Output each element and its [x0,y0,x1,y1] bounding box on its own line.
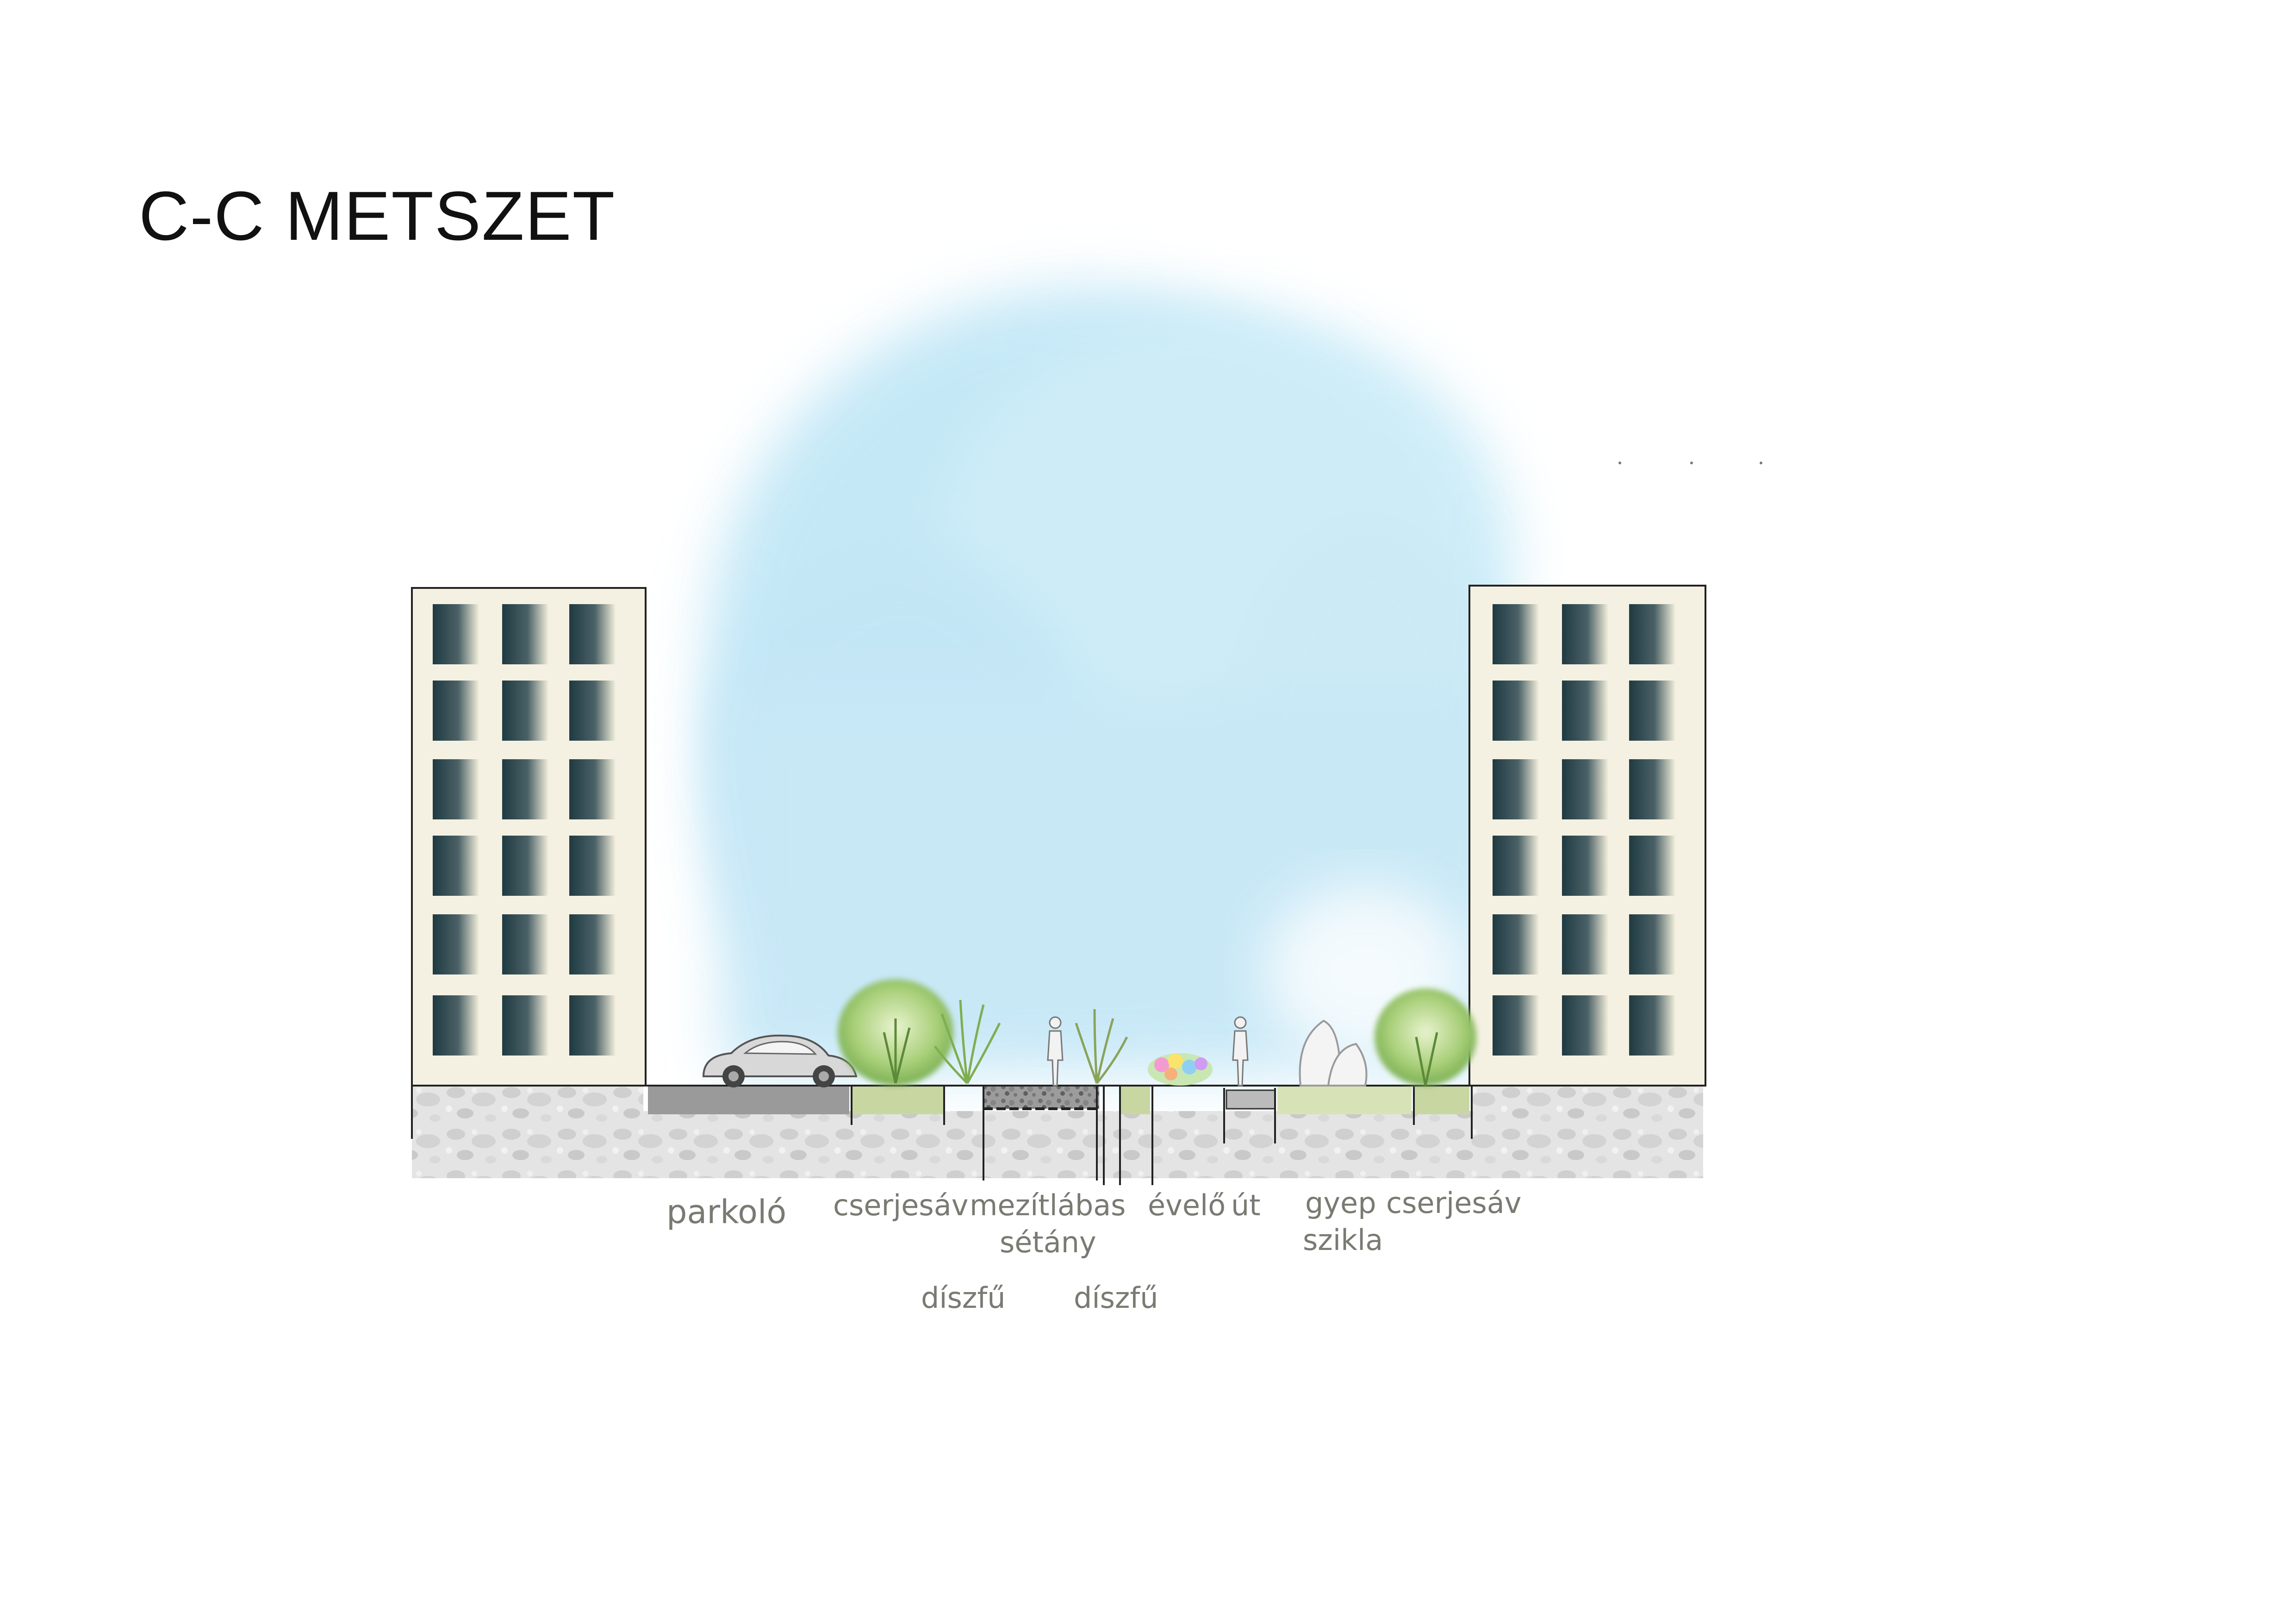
perennial-flowers-icon [1148,1053,1213,1086]
dot-mark [1618,462,1621,464]
label-rock: szikla [1303,1223,1383,1257]
building-window [433,836,479,896]
shrub-icon [838,979,953,1086]
building-window [1493,995,1539,1056]
building-window [569,759,616,819]
label-barefoot: mezítlábas [970,1188,1126,1222]
building-window [502,914,548,974]
building-window [502,681,548,741]
building-window [433,759,479,819]
building-window [502,836,548,896]
label-ornamental-grass: díszfű [921,1281,1006,1315]
building-window [1493,914,1539,974]
building-window [433,914,479,974]
building-window [1562,914,1608,974]
building-right [1468,585,1706,1087]
label-promenade: sétány [1000,1225,1096,1259]
building-window [1629,995,1675,1056]
dot-mark [1760,462,1762,464]
label-shrub-band: cserjesáv [1386,1186,1522,1220]
building-window [502,604,548,664]
person-icon [1047,1016,1064,1087]
building-window [569,836,616,896]
building-window [1629,836,1675,896]
lawn-band [1277,1086,1412,1114]
building-window [1562,604,1608,664]
label-lawn: gyep [1305,1186,1376,1220]
car-icon [702,1034,858,1087]
rock-icon [1299,1019,1368,1087]
soil-layer-right [1472,1086,1703,1178]
building-window [569,914,616,974]
building-window [433,681,479,741]
building-window [569,604,616,664]
building-window [1562,995,1608,1056]
label-perennial: évelő [1148,1188,1226,1222]
building-window [1629,604,1675,664]
shrub-icon [1375,988,1476,1086]
building-window [1629,759,1675,819]
ornamental-grass-icon [934,999,1001,1084]
building-window [502,995,548,1056]
barefoot-path [983,1086,1099,1109]
building-window [502,759,548,819]
building-window [569,681,616,741]
label-ornamental-grass: díszfű [1074,1281,1158,1315]
label-shrub-band: cserjesáv [833,1188,969,1222]
shrub-band-left [852,1086,944,1114]
grass-strip [1120,1086,1150,1114]
building-window [433,604,479,664]
building-window [433,995,479,1056]
soil-layer-left [412,1086,643,1178]
ornamental-grass-icon [1075,1009,1128,1084]
shrub-band-right [1414,1086,1469,1114]
building-left [411,587,647,1087]
building-window [1493,836,1539,896]
building-window [1493,759,1539,819]
building-window [1562,681,1608,741]
path-block [1226,1089,1276,1110]
building-window [1493,604,1539,664]
building-window [1493,681,1539,741]
dot-mark [1690,462,1693,464]
label-parking: parkoló [666,1193,787,1231]
building-window [1562,836,1608,896]
page-title: C-C METSZET [139,177,616,255]
building-window [1562,759,1608,819]
building-window [569,995,616,1056]
label-road: út [1231,1188,1261,1222]
building-window [1629,681,1675,741]
building-window [1629,914,1675,974]
person-icon [1232,1016,1249,1087]
parking-surface [648,1086,849,1114]
